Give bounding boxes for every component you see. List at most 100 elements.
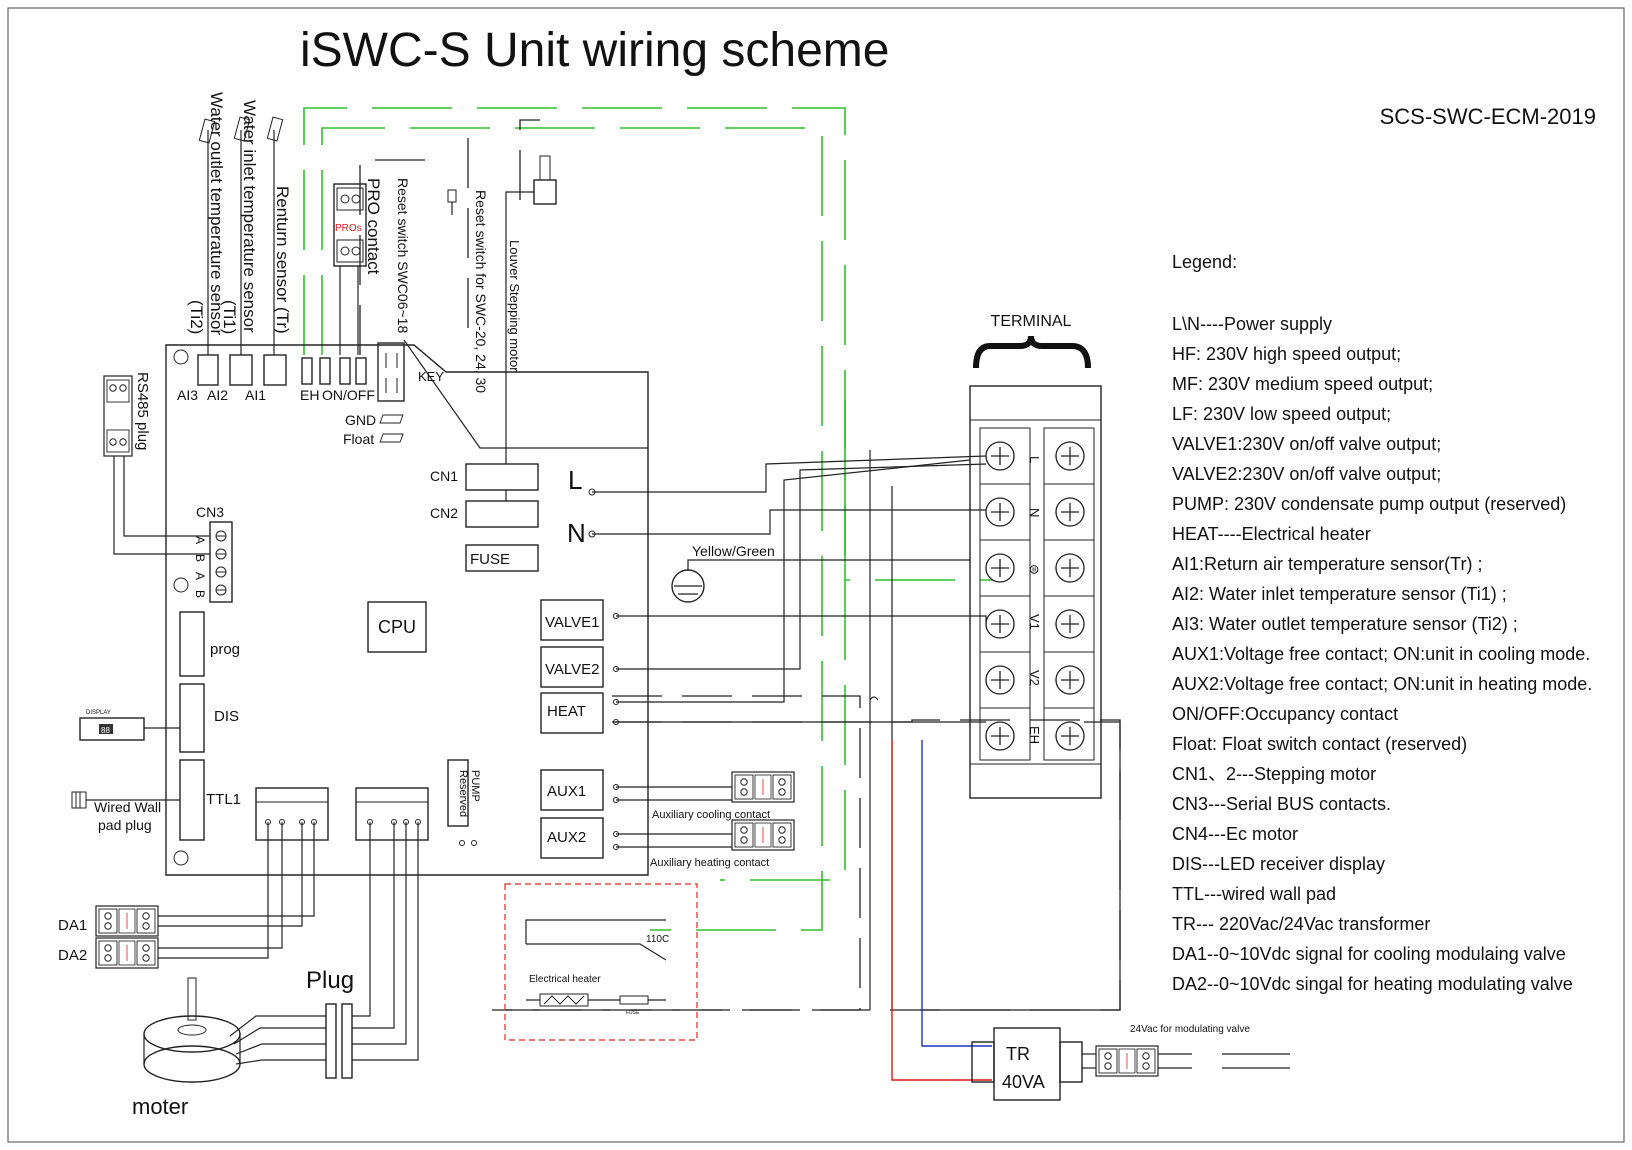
- display-module: DISPLAY 88: [79, 710, 180, 741]
- legend-item: AUX1:Voltage free contact; ON:unit in co…: [1172, 644, 1590, 664]
- cn2-connector: [465, 500, 539, 528]
- label-ai3: AI3: [177, 387, 198, 403]
- label-cn2: CN2: [430, 505, 458, 521]
- legend-item: AI3: Water outlet temperature sensor (Ti…: [1172, 614, 1518, 634]
- legend-item: AI2: Water inlet temperature sensor (Ti1…: [1172, 584, 1507, 604]
- tr-label: TR: [1006, 1044, 1030, 1064]
- label-ai1: AI1: [245, 387, 266, 403]
- terminal-row-v2: V2: [1027, 670, 1042, 686]
- document-code: SCS-SWC-ECM-2019: [1380, 104, 1596, 129]
- sensor-return-label: Renturn sensor (Tr): [273, 186, 292, 334]
- legend-item: HF: 230V high speed output;: [1172, 344, 1401, 364]
- terminal-row-l: L: [1027, 456, 1042, 463]
- pcb-board: AI3 AI2 AI1 EH ON/OFF KEY GND Float CN1 …: [165, 339, 649, 876]
- cn3-pin: B: [193, 590, 207, 598]
- label-dis: DIS: [214, 708, 239, 725]
- rs485-plug: RS485 plug: [103, 372, 210, 555]
- legend-item: HEAT----Electrical heater: [1172, 524, 1371, 544]
- label-fuse: FUSE: [470, 551, 510, 568]
- legend-item: MF: 230V medium speed output;: [1172, 374, 1433, 394]
- legend-item: DIS---LED receiver display: [1172, 854, 1385, 874]
- legend: Legend: L\N----Power supply HF: 230V hig…: [1172, 252, 1592, 994]
- label-ai2: AI2: [207, 387, 228, 403]
- green-wires: [303, 107, 1000, 931]
- reset-switch-2-label: Reset switch for SWC-20, 24, 30: [473, 190, 489, 393]
- sensor-outlet-code: (Ti2): [187, 300, 206, 334]
- label-eh: EH: [300, 387, 319, 403]
- display-label: DISPLAY: [86, 710, 111, 716]
- cn3-pin: B: [193, 554, 207, 562]
- cn3-pin: A: [193, 572, 207, 580]
- label-float: Float: [343, 431, 374, 447]
- diagram-title: iSWC-S Unit wiring scheme: [300, 24, 889, 77]
- heater-label: Electrical heater: [529, 974, 601, 985]
- louver-motor-label: Louver Stepping motor: [507, 240, 522, 372]
- sensor-outlet-label: Water outlet temperature sensor: [207, 92, 226, 335]
- frame: [7, 7, 1625, 1143]
- terminal-row-n: N: [1027, 508, 1042, 517]
- legend-item: TTL---wired wall pad: [1172, 884, 1336, 904]
- rs485-label: RS485 plug: [134, 372, 151, 450]
- label-cn3: CN3: [196, 504, 224, 520]
- aux-contacts: Auxiliary cooling contact Auxiliary heat…: [616, 771, 795, 869]
- legend-item: ON/OFF:Occupancy contact: [1172, 704, 1398, 724]
- sensor-inlet-code: (Ti1): [220, 300, 239, 334]
- yellow-green-label: Yellow/Green: [692, 543, 775, 559]
- sensor-inlet-label: Water inlet temperature sensor: [240, 100, 259, 333]
- tr-rating-label: 40VA: [1002, 1072, 1045, 1092]
- sensors: Water outlet temperature sensor (Ti2) Wa…: [187, 92, 557, 501]
- legend-heading: Legend:: [1172, 252, 1237, 272]
- legend-item: AI1:Return air temperature sensor(Tr) ;: [1172, 554, 1482, 574]
- cn1-connector: [465, 463, 539, 491]
- label-pump: PUMPReserved: [457, 770, 481, 817]
- legend-item: DA1--0~10Vdc signal for cooling modulain…: [1172, 944, 1566, 964]
- label-valve1: VALVE1: [545, 614, 599, 631]
- pros-label: PROs: [335, 223, 362, 234]
- label-prog: prog: [210, 641, 240, 658]
- label-cn1: CN1: [430, 468, 458, 484]
- label-l: L: [568, 465, 582, 495]
- pad-plug-label: pad plug: [98, 817, 152, 833]
- legend-item: CN1、2---Stepping motor: [1172, 764, 1376, 784]
- transformer: TR 40VA 24Vac for modulating valve: [891, 740, 1290, 1101]
- terminal-row-earth: ⊜: [1027, 564, 1042, 575]
- terminal-row-v1: V1: [1027, 614, 1042, 630]
- wall-pad-plug: Wired Wall pad plug: [71, 791, 180, 833]
- legend-item: PUMP: 230V condensate pump output (reser…: [1172, 494, 1566, 514]
- label-onoff: ON/OFF: [322, 387, 375, 403]
- legend-item: TR--- 220Vac/24Vac transformer: [1172, 914, 1430, 934]
- pro-contact-label: PRO contact: [364, 178, 383, 275]
- cn3-connector: [209, 521, 233, 603]
- legend-item: L\N----Power supply: [1172, 314, 1332, 334]
- fan-motor: moter Plug: [132, 822, 419, 1119]
- plug-label: Plug: [306, 967, 354, 994]
- cpu-chip: [367, 601, 427, 653]
- vac24-label: 24Vac for modulating valve: [1130, 1024, 1250, 1035]
- fuse-box: [465, 544, 539, 572]
- da-relays: DA1 DA2: [58, 822, 315, 969]
- aux-heat-label: Auxiliary heating contact: [650, 857, 769, 869]
- terminal-wires: [592, 450, 1121, 1011]
- reset-switch-1-label: Reset switch SWC06~18: [395, 178, 411, 333]
- legend-item: VALVE2:230V on/off valve output;: [1172, 464, 1441, 484]
- aux-cool-label: Auxiliary cooling contact: [652, 809, 770, 821]
- legend-item: LF: 230V low speed output;: [1172, 404, 1391, 424]
- da1-label: DA1: [58, 917, 87, 934]
- legend-item: VALVE1:230V on/off valve output;: [1172, 434, 1441, 454]
- display-digits: 88: [101, 726, 110, 735]
- label-aux1: AUX1: [547, 783, 586, 800]
- legend-item: CN4---Ec motor: [1172, 824, 1298, 844]
- legend-item: AUX2:Voltage free contact; ON:unit in he…: [1172, 674, 1592, 694]
- terminal-block: TERMINAL L N ⊜ V1 V2 EH: [969, 313, 1102, 799]
- label-heat: HEAT: [547, 703, 586, 720]
- label-cpu: CPU: [378, 617, 416, 637]
- legend-item: Float: Float switch contact (reserved): [1172, 734, 1467, 754]
- wired-wall-label: Wired Wall: [94, 799, 161, 815]
- electrical-heater: 110C Electrical heater FUSE: [504, 883, 698, 1041]
- legend-item: CN3---Serial BUS contacts.: [1172, 794, 1391, 814]
- board-outline: [165, 344, 649, 876]
- motor-label: moter: [132, 1094, 188, 1119]
- label-aux2: AUX2: [547, 829, 586, 846]
